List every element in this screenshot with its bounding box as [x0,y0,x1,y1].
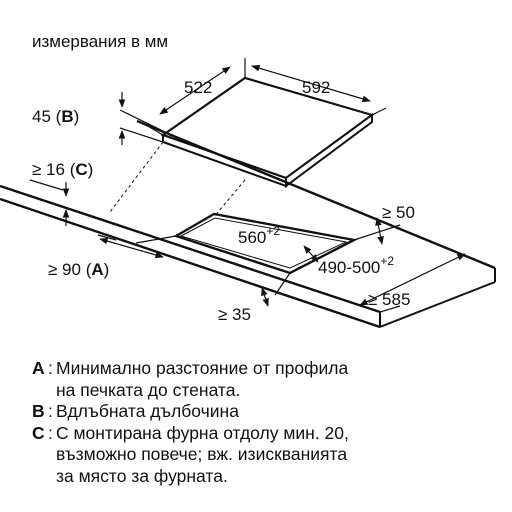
label-hob-depth: 522 [184,78,212,97]
units-note: измервания в мм [32,32,168,51]
projection-lines [109,141,246,219]
label-worktop-depth: ≥ 585 [368,290,410,309]
legend-text: С монтирана фурна отдолу мин. 20, [56,422,349,443]
legend-key: C [32,422,45,443]
label-gap-below: ≥ 16 (C) [32,160,93,179]
label-hob-height: 45 (B) [32,107,79,126]
label-front-gap: ≥ 90 (A) [48,260,109,279]
svg-text:45 (B): 45 (B) [32,107,79,126]
label-cutout-width: 560+2 [238,224,280,247]
legend-text-cont: за място за фурната. [56,465,228,486]
legend-key: B [32,401,45,421]
legend-key: A [32,358,45,378]
label-rear-gap: ≥ 50 [382,203,415,222]
svg-text:≥ 16 (C): ≥ 16 (C) [32,160,93,179]
legend-text-cont: на печката до стената. [56,379,241,400]
legend-item-b: B: Вдлъбната дълбочина [32,401,502,423]
worktop-dimension-lines [29,179,466,313]
label-side-gap: ≥ 35 [218,305,251,324]
legend: A: Минимално разстояние от профила на пе… [32,358,502,487]
legend-text: Вдлъбната дълбочина [56,401,239,421]
legend-item-a: A: Минимално разстояние от профила [32,358,502,380]
svg-text:560+2: 560+2 [238,224,280,247]
legend-text-cont: възможно повече; вж. изисквания­та [56,444,348,464]
svg-text:490-500+2: 490-500+2 [318,254,394,277]
legend-text: Минимално разстояние от профила [56,358,349,378]
label-hob-width: 592 [302,78,330,97]
legend-item-c: C: С монтирана фурна отдолу мин. 20, [32,423,502,445]
svg-text:≥ 90 (A): ≥ 90 (A) [48,260,109,279]
label-cutout-depth: 490-500+2 [318,254,394,277]
